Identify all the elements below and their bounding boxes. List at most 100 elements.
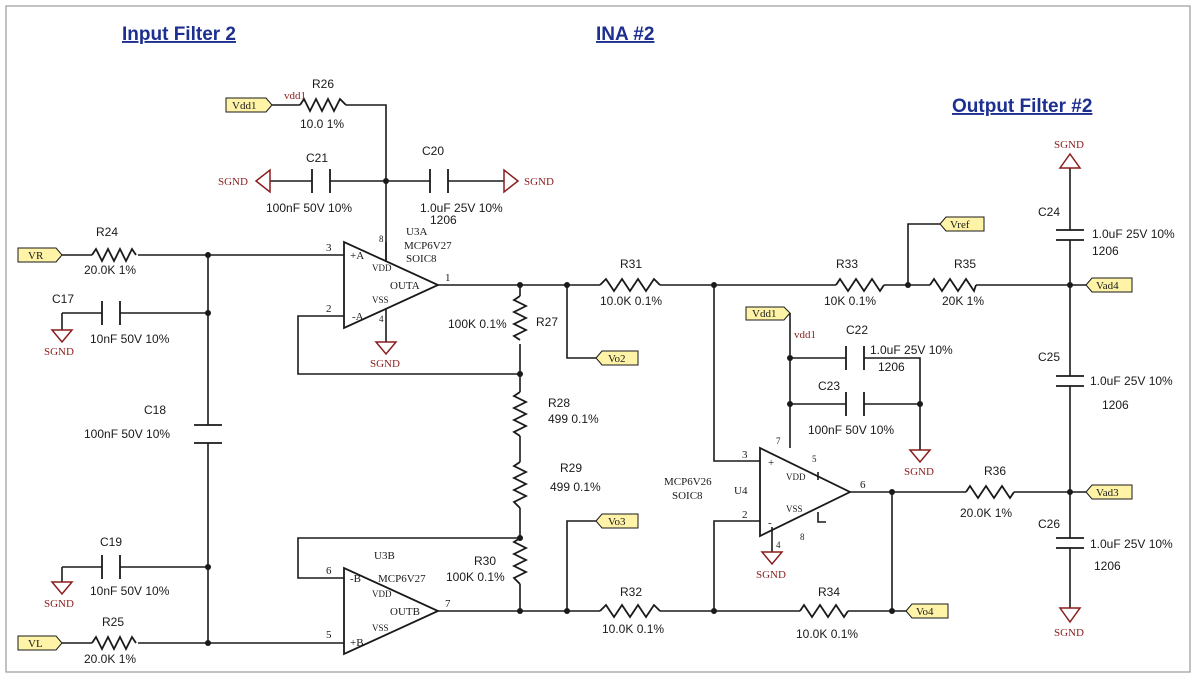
net-tag-vr: VR bbox=[17, 247, 63, 263]
svg-text:Vo3: Vo3 bbox=[608, 516, 626, 528]
capacitor-c24 bbox=[1056, 229, 1084, 241]
sheet-border bbox=[5, 5, 1191, 673]
svg-text:8: 8 bbox=[800, 532, 805, 542]
ground-c21-icon bbox=[254, 168, 271, 194]
ground-u4-icon bbox=[760, 551, 784, 566]
u3b-ref: U3B bbox=[374, 550, 395, 562]
svg-text:OUTA: OUTA bbox=[390, 280, 420, 292]
sgnd-u3a-label: SGND bbox=[370, 358, 400, 370]
c20-package: 1206 bbox=[430, 213, 457, 227]
c23-ref: C23 bbox=[818, 379, 840, 393]
c18-ref: C18 bbox=[144, 403, 166, 417]
svg-text:VR: VR bbox=[28, 250, 44, 262]
svg-text:VSS: VSS bbox=[786, 504, 803, 514]
u3b-part: MCP6V27 bbox=[378, 573, 426, 585]
sgnd-c22-label: SGND bbox=[904, 466, 934, 478]
sgnd-c19-label: SGND bbox=[44, 598, 74, 610]
net-tag-vo2: Vo2 bbox=[595, 350, 639, 366]
svg-text:+B: +B bbox=[350, 637, 364, 649]
capacitor-c26 bbox=[1056, 537, 1084, 549]
title-ina: INA #2 bbox=[596, 24, 654, 45]
resistor-r35 bbox=[929, 277, 977, 294]
svg-text:Vdd1: Vdd1 bbox=[232, 100, 256, 112]
r25-value: 20.0K 1% bbox=[84, 652, 136, 666]
ground-c26-icon bbox=[1058, 607, 1082, 624]
r27-ref: R27 bbox=[536, 315, 558, 329]
c25-ref: C25 bbox=[1038, 350, 1060, 364]
svg-text:Vo2: Vo2 bbox=[608, 353, 626, 365]
net-tag-vdd1-u4: Vdd1 bbox=[745, 306, 791, 321]
c25-package: 1206 bbox=[1102, 398, 1129, 412]
resistor-r36 bbox=[965, 484, 1015, 500]
net-tag-vdd1-top: Vdd1 bbox=[225, 97, 273, 113]
net-tag-vref: Vref bbox=[939, 216, 985, 232]
r25-ref: R25 bbox=[102, 615, 124, 629]
resistor-r34 bbox=[799, 603, 849, 619]
resistor-symbols bbox=[91, 96, 1015, 652]
sgnd-c24-label: SGND bbox=[1054, 139, 1084, 151]
r34-value: 10.0K 0.1% bbox=[796, 627, 858, 641]
net-tag-vad3: Vad3 bbox=[1085, 484, 1133, 500]
r30-ref: R30 bbox=[474, 554, 496, 568]
svg-text:3: 3 bbox=[326, 242, 332, 254]
sgnd-c20-label: SGND bbox=[524, 176, 554, 188]
c26-ref: C26 bbox=[1038, 517, 1060, 531]
c22-ref: C22 bbox=[846, 323, 868, 337]
capacitor-c25 bbox=[1056, 375, 1084, 387]
capacitor-c17 bbox=[101, 301, 121, 325]
svg-text:7: 7 bbox=[776, 436, 781, 446]
sgnd-c17-label: SGND bbox=[44, 346, 74, 358]
svg-text:2: 2 bbox=[742, 509, 748, 521]
c19-ref: C19 bbox=[100, 535, 122, 549]
svg-text:Vad3: Vad3 bbox=[1096, 487, 1119, 499]
c18-value: 100nF 50V 10% bbox=[84, 427, 170, 441]
r32-value: 10.0K 0.1% bbox=[602, 622, 664, 636]
svg-text:-: - bbox=[768, 517, 772, 529]
svg-text:Vref: Vref bbox=[950, 219, 970, 231]
resistor-r25 bbox=[91, 634, 137, 652]
c24-package: 1206 bbox=[1092, 244, 1119, 258]
svg-text:4: 4 bbox=[776, 540, 781, 550]
vdd1-u4-power-label: vdd1 bbox=[794, 329, 816, 341]
u3a-ref: U3A bbox=[406, 226, 427, 238]
net-tag-vl: VL bbox=[17, 635, 63, 651]
svg-text:2: 2 bbox=[326, 303, 332, 315]
c17-value: 10nF 50V 10% bbox=[90, 332, 170, 346]
r26-value: 10.0 1% bbox=[300, 117, 344, 131]
svg-text:VDD: VDD bbox=[786, 472, 806, 482]
title-input-filter: Input Filter 2 bbox=[122, 24, 236, 45]
wires bbox=[61, 104, 1086, 644]
r34-ref: R34 bbox=[818, 585, 840, 599]
c24-ref: C24 bbox=[1038, 205, 1060, 219]
c26-value: 1.0uF 25V 10% bbox=[1090, 537, 1173, 551]
c17-ref: C17 bbox=[52, 292, 74, 306]
ground-c19-icon bbox=[50, 581, 74, 596]
r33-ref: R33 bbox=[836, 257, 858, 271]
svg-text:OUTB: OUTB bbox=[390, 606, 420, 618]
capacitor-c23 bbox=[845, 392, 865, 416]
r36-ref: R36 bbox=[984, 464, 1006, 478]
svg-text:5: 5 bbox=[326, 629, 332, 641]
capacitor-symbols bbox=[101, 169, 1084, 579]
net-tag-vad4: Vad4 bbox=[1085, 277, 1133, 293]
ground-c22-icon bbox=[908, 449, 932, 464]
c21-value: 100nF 50V 10% bbox=[266, 201, 352, 215]
resistor-r31 bbox=[599, 277, 661, 293]
svg-text:VDD: VDD bbox=[372, 263, 392, 273]
svg-text:VDD: VDD bbox=[372, 589, 392, 599]
resistor-r29 bbox=[511, 461, 529, 509]
c23-value: 100nF 50V 10% bbox=[808, 423, 894, 437]
svg-text:6: 6 bbox=[326, 565, 332, 577]
opamp-u3b: -B +B VDD VSS OUTB 6 5 7 bbox=[326, 565, 451, 656]
resistor-r27 bbox=[511, 295, 529, 341]
resistor-r24 bbox=[91, 246, 137, 264]
u3a-part: MCP6V27 bbox=[404, 240, 452, 252]
capacitor-c21 bbox=[311, 169, 331, 193]
opamp-u4: + - VDD VSS 3 2 6 7 5 4 8 bbox=[742, 436, 866, 550]
svg-text:8: 8 bbox=[379, 234, 384, 244]
resistor-r30 bbox=[511, 537, 529, 585]
ground-c20-icon bbox=[503, 168, 520, 194]
svg-text:VL: VL bbox=[28, 638, 43, 650]
ground-c17-icon bbox=[50, 329, 74, 344]
svg-text:6: 6 bbox=[860, 479, 866, 491]
